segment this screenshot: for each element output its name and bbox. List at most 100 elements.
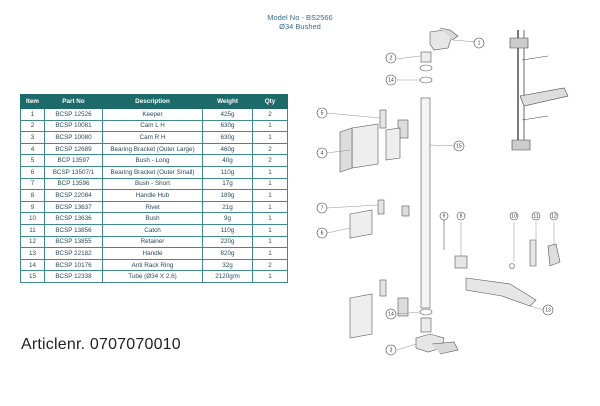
callout-5: 4 (316, 147, 328, 159)
leader-lines (326, 39, 555, 351)
callout-label: 7 (321, 206, 324, 212)
callout-label: 14 (388, 312, 394, 318)
col-header-weight: Weight (202, 94, 253, 109)
cell-part-no: BCSP 13855 (44, 235, 103, 249)
cell-part-no: BCSP 10081 (44, 119, 103, 133)
cell-part-no: BCSP 13856 (44, 223, 103, 237)
cell-weight: 460g (202, 142, 253, 156)
cell-weight: 110g (202, 223, 253, 237)
cell-item: 9 (20, 200, 45, 214)
assembly-view (509, 30, 569, 151)
article-number: Articlenr. 0707070010 (21, 336, 181, 353)
cell-item: 4 (20, 142, 45, 156)
cell-qty: 2 (252, 142, 288, 156)
cell-item: 8 (20, 189, 45, 202)
callout-label: 12 (551, 214, 557, 220)
handle-parts (443, 220, 561, 307)
col-header-qty: Qty (252, 94, 288, 109)
callout-16: 3 (385, 344, 397, 356)
cell-qty: 1 (252, 212, 288, 225)
cell-description: Rivet (102, 200, 203, 214)
model-subtitle: Ø34 Bushed (279, 22, 321, 31)
callout-label: 8 (460, 214, 463, 220)
callout-label: 14 (388, 78, 394, 84)
callout-10: 8 (456, 211, 466, 221)
callout-11: 10 (509, 211, 519, 221)
cell-qty: 1 (252, 235, 288, 249)
bearing-bracket-small-part (349, 199, 410, 239)
callout-label: 1 (478, 41, 481, 47)
callout-8: 6 (316, 227, 328, 239)
callout-15: 14 (385, 308, 397, 320)
callout-2: 2 (385, 52, 397, 64)
cell-qty: 1 (252, 270, 288, 283)
cell-weight: 630g (202, 119, 253, 133)
callout-4: 5 (316, 107, 328, 119)
callout-label: 6 (321, 231, 324, 237)
callout-label: 9 (443, 214, 446, 220)
cell-item: 15 (20, 270, 45, 283)
cell-description: Bearing Bracket (Outer Large) (102, 142, 203, 156)
cell-weight: 17g (202, 177, 253, 191)
cell-description: Tube (Ø34 X 2.6) (102, 270, 203, 283)
cam-bottom-part (415, 308, 459, 355)
cell-weight: 21g (202, 200, 253, 214)
callout-13: 12 (549, 211, 559, 221)
bearing-bracket-large-part (339, 109, 409, 173)
cell-part-no: BCSP 13507/1 (44, 165, 103, 179)
callout-6: 15 (453, 140, 465, 152)
cell-description: Bush - Long (102, 154, 203, 167)
model-title: Model No - BS2566 Ø34 Bushed (0, 13, 600, 31)
cell-item: 11 (20, 223, 45, 237)
bearing-bracket-lower-part (349, 279, 409, 339)
callout-label: 15 (456, 144, 462, 150)
cell-qty: 1 (252, 119, 288, 133)
cell-qty: 1 (252, 131, 288, 144)
cell-qty: 1 (252, 223, 288, 237)
callout-12: 11 (531, 211, 541, 221)
cell-weight: 2120g/m (202, 270, 253, 283)
cell-part-no: BCSP 13636 (44, 212, 103, 225)
cam-top-part (419, 27, 459, 84)
callout-label: 13 (545, 308, 551, 314)
cell-qty: 1 (252, 177, 288, 191)
callout-label: 10 (511, 214, 517, 220)
cell-item: 7 (20, 177, 45, 191)
cell-qty: 2 (252, 154, 288, 167)
cell-qty: 1 (252, 165, 288, 179)
callout-14: 13 (542, 304, 554, 316)
callout-label: 2 (390, 56, 393, 62)
cell-qty: 1 (252, 189, 288, 202)
callout-label: 11 (533, 214, 538, 220)
cell-weight: 220g (202, 235, 253, 249)
table-header-row: Item Part No Description Weight Qty (20, 94, 288, 109)
tube-part (420, 97, 431, 309)
callout-label: 5 (321, 111, 324, 117)
cell-description: Bush (102, 212, 203, 225)
callout-label: 3 (390, 348, 393, 354)
cell-qty: 1 (252, 200, 288, 214)
callout-9: 9 (439, 211, 449, 221)
cell-weight: 630g (202, 131, 253, 144)
col-header-description: Description (102, 94, 203, 109)
callout-1: 1 (473, 37, 485, 49)
cell-description: Retainer (102, 235, 203, 249)
col-header-part-no: Part No (44, 94, 103, 109)
cell-part-no: BCSP 10080 (44, 131, 103, 144)
